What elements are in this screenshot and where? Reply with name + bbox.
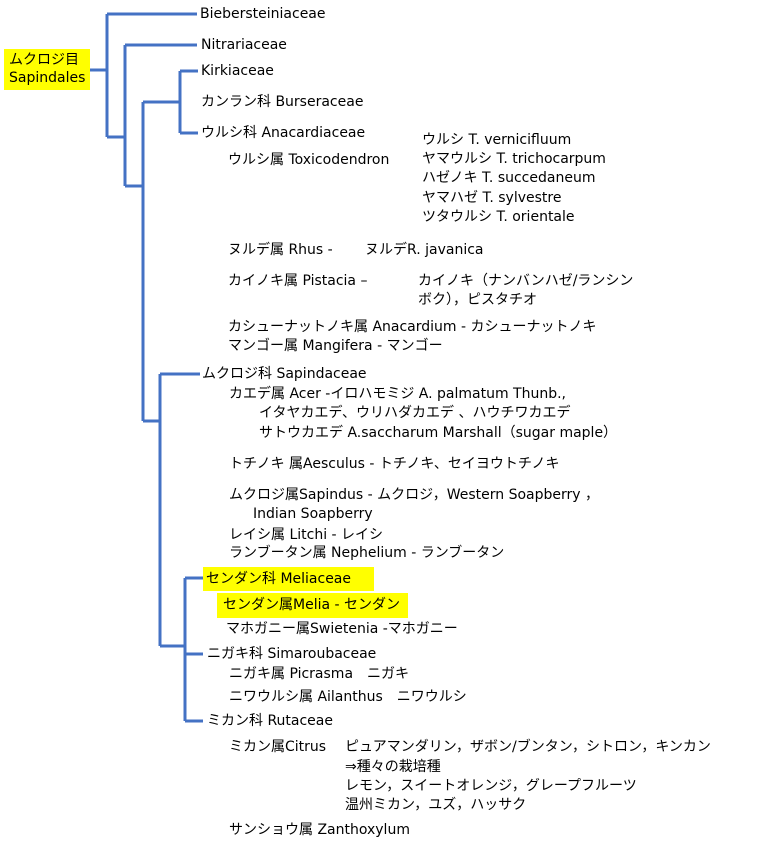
genus-pistacia: カイノキ属 Pistacia – xyxy=(228,273,368,289)
family-biebersteiniaceae: Biebersteiniaceae xyxy=(200,6,326,22)
genus-litchi: レイシ属 Litchi - レイシ xyxy=(229,527,384,543)
genus-sapindus-line2: Indian Soapberry xyxy=(253,506,373,522)
genus-rhus: ヌルデ属 Rhus - xyxy=(228,242,333,258)
genus-acer-line3: サトウカエデ A.saccharum Marshall（sugar maple） xyxy=(259,425,618,441)
genus-picrasma: ニガキ属 Picrasma ニガキ xyxy=(229,666,410,682)
family-sapindaceae: ムクロジ科 Sapindaceae xyxy=(202,366,367,382)
citrus-line4: 温州ミカン，ユズ，ハッサク xyxy=(345,797,527,813)
citrus-line2: ⇒種々の栽培種 xyxy=(345,759,441,775)
citrus-line3: レモン，スイートオレンジ，グレープフルーツ xyxy=(345,778,637,794)
root-order-label: ムクロジ目 Sapindales xyxy=(4,49,91,90)
family-burseraceae: カンラン科 Burseraceae xyxy=(201,94,364,110)
root-order-latin: Sapindales xyxy=(9,70,86,86)
species-item: ハゼノキ T. succedaneum xyxy=(422,170,596,187)
species-item: ウルシ T. vernicifluum xyxy=(422,132,572,148)
species-item: ヤマハゼ T. sylvestre xyxy=(422,189,562,206)
species-item: ツタウルシ T. orientale xyxy=(422,208,575,225)
family-simaroubaceae: ニガキ科 Simaroubaceae xyxy=(207,646,377,662)
species-item: ヤマウルシ T. trichocarpum xyxy=(422,151,606,168)
family-kirkiaceae: Kirkiaceae xyxy=(201,63,274,79)
citrus-line1: ピュアマンダリン，ザボン/ブンタン，シトロン，キンカン xyxy=(345,739,711,755)
genus-acer-line2: イタヤカエデ、ウリハダカエデ 、ハウチワカエデ xyxy=(259,405,571,421)
genus-acer-line1: カエデ属 Acer -イロハモミジ A. palmatum Thunb., xyxy=(229,386,567,402)
genus-aesculus: トチノキ 属Aesculus - トチノキ、セイヨウトチノキ xyxy=(229,456,560,472)
genus-zanthoxylum: サンショウ属 Zanthoxylum xyxy=(229,822,410,838)
pistacia-species: カイノキ（ナンバンハゼ/ランシン ボク），ピスタチオ xyxy=(418,272,633,310)
genus-mangifera: マンゴー属 Mangifera - マンゴー xyxy=(228,338,443,354)
genus-sapindus-line1: ムクロジ属Sapindus - ムクロジ，Western Soapberry ， xyxy=(229,487,599,503)
family-anacardiaceae: ウルシ科 Anacardiaceae xyxy=(201,125,366,141)
genus-ailanthus: ニワウルシ属 Ailanthus ニワウルシ xyxy=(229,689,467,705)
root-order-japanese: ムクロジ目 xyxy=(9,52,79,68)
genus-melia: センダン属Melia - センダン xyxy=(217,593,409,618)
pistacia-species-line2: ボク），ピスタチオ xyxy=(418,292,537,308)
family-nitrariaceae: Nitrariaceae xyxy=(201,37,287,53)
pistacia-species-line1: カイノキ（ナンバンハゼ/ランシン xyxy=(418,273,634,289)
family-rutaceae: ミカン科 Rutaceae xyxy=(207,713,333,729)
rhus-species: ヌルデR. javanica xyxy=(365,242,484,258)
genus-swietenia: マホガニー属Swietenia -マホガニー xyxy=(226,621,458,637)
genus-toxicodendron: ウルシ属 Toxicodendron xyxy=(228,152,390,168)
genus-citrus: ミカン属Citrus xyxy=(229,739,327,755)
genus-nephelium: ランブータン属 Nephelium - ランブータン xyxy=(229,545,505,561)
toxicodendron-species-list: ウルシ T. vernicifluum ヤマウルシ T. trichocarpu… xyxy=(422,131,606,227)
genus-anacardium: カシューナットノキ属 Anacardium - カシューナットノキ xyxy=(228,319,597,335)
family-meliaceae: センダン科 Meliaceae xyxy=(203,567,375,591)
